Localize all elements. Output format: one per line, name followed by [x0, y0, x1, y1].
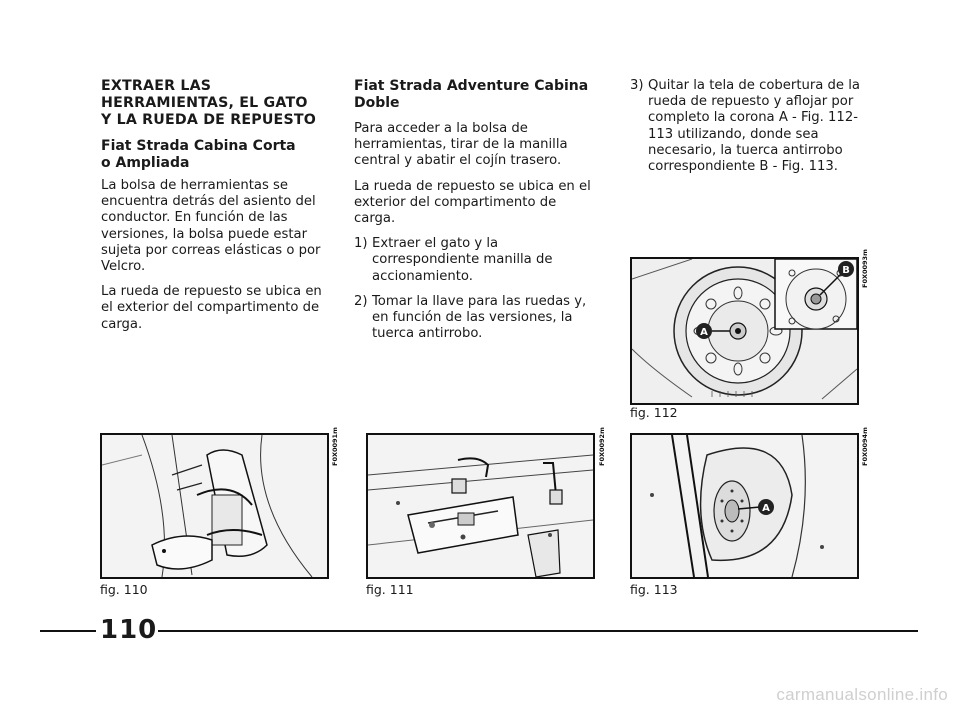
page-number: 110 — [100, 615, 158, 645]
figure-113-caption: fig. 113 — [630, 582, 678, 597]
step-text: Quitar la tela de cobertura de la rueda … — [648, 78, 860, 175]
figure-112-caption: fig. 112 — [630, 405, 678, 420]
watermark-text: carmanualsonline.info — [776, 685, 948, 704]
subheading-cabina-corta: Fiat Strada Cabina Corta o Ampliada — [101, 138, 337, 172]
step-1: 1) Extraer el gato y la correspondiente … — [354, 236, 594, 285]
heading-line: HERRAMIENTAS, EL GATO — [101, 95, 308, 111]
callout-a-label: A — [700, 327, 708, 338]
figure-111-caption: fig. 111 — [366, 582, 414, 597]
figure-110-tool-bag — [100, 433, 329, 579]
paragraph-spare-wheel: La rueda de repuesto se ubica en el exte… — [101, 284, 322, 332]
callout-b-label: B — [842, 265, 850, 276]
callout-b-marker — [838, 261, 854, 277]
heading-line: Y LA RUEDA DE REPUESTO — [101, 112, 316, 128]
figure-113-drawing: A — [632, 435, 857, 577]
footer-rule-right — [158, 630, 918, 632]
step-text: Extraer el gato y la correspondiente man… — [372, 236, 553, 284]
step-number: 2) — [354, 293, 368, 309]
step-number: 1) — [354, 236, 368, 252]
figure-112-spare-wheel: A B — [630, 257, 859, 405]
step-number: 3) — [630, 78, 644, 93]
figure-110-caption: fig. 110 — [100, 582, 148, 597]
text-column-1: EXTRAER LAS HERRAMIENTAS, EL GATO Y LA R… — [101, 78, 337, 342]
paragraph-spare-wheel-2: La rueda de repuesto se ubica en el exte… — [354, 178, 591, 227]
callout-a-label: A — [762, 503, 770, 514]
figure-113-code: F0X0094m — [861, 427, 869, 466]
figure-113-spare-wheel-under: A — [630, 433, 859, 579]
step-text: Tomar la llave para las ruedas y, en fun… — [372, 293, 587, 342]
figure-111-code: F0X0092m — [598, 427, 606, 466]
section-heading: EXTRAER LAS HERRAMIENTAS, EL GATO Y LA R… — [101, 78, 337, 129]
footer-rule-left — [40, 630, 96, 632]
figure-112-code: F0X0093m — [861, 249, 869, 288]
figure-111-cargo-compartment — [366, 433, 595, 579]
paragraph-access-bag: Para acceder a la bolsa de herramientas,… — [354, 121, 568, 169]
subheading-line: Fiat Strada Cabina Corta — [101, 138, 296, 154]
heading-line: EXTRAER LAS — [101, 78, 212, 94]
figure-110-code: F0X0091m — [331, 427, 339, 466]
step-2: 2) Tomar la llave para las ruedas y, en … — [354, 294, 594, 343]
figure-111-drawing — [368, 435, 593, 577]
paragraph-tool-bag: La bolsa de herramientas se encuentra de… — [101, 178, 321, 275]
callout-a-marker — [696, 323, 712, 339]
subheading-adventure: Fiat Strada Adventure Cabina Doble — [354, 78, 589, 111]
figure-110-drawing — [102, 435, 327, 577]
text-column-3: 3) Quitar la tela de cobertura de la rue… — [630, 78, 866, 184]
subheading-line: o Ampliada — [101, 155, 190, 171]
text-column-2: Fiat Strada Adventure Cabina Doble Para … — [354, 78, 594, 351]
step-3: 3) Quitar la tela de cobertura de la rue… — [630, 78, 866, 175]
callout-a-marker — [758, 499, 774, 515]
figure-112-drawing: A B — [632, 259, 857, 403]
